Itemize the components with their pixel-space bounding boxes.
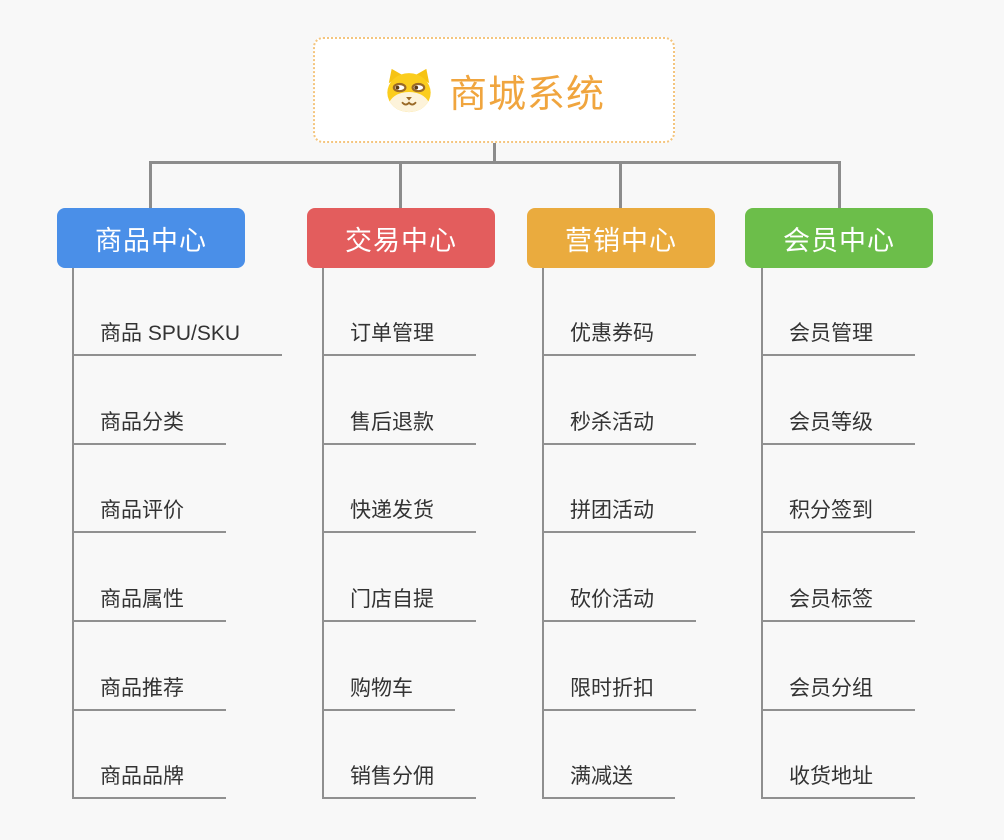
connector-drop-branch-1 — [149, 161, 152, 208]
branch-label: 会员中心 — [783, 225, 895, 256]
branch-topic-member-center[interactable]: 会员中心 — [745, 208, 933, 268]
connector-drop-branch-3 — [619, 161, 622, 208]
leaf-topic[interactable]: 秒杀活动 — [542, 405, 696, 445]
branch-topic-product-center[interactable]: 商品中心 — [57, 208, 245, 268]
connector-drop-branch-4 — [838, 161, 841, 208]
root-topic-title: 商城系统 — [448, 73, 605, 116]
branch-1-spine — [72, 268, 74, 799]
leaf-topic[interactable]: 售后退款 — [322, 405, 476, 445]
connector-horizontal-rail — [149, 161, 840, 164]
leaf-topic[interactable]: 快递发货 — [322, 493, 476, 533]
leaf-topic[interactable]: 销售分佣 — [322, 759, 476, 799]
connector-drop-branch-2 — [399, 161, 402, 208]
branch-label: 商品中心 — [95, 225, 207, 256]
branch-topic-marketing-center[interactable]: 营销中心 — [527, 208, 715, 268]
leaf-topic[interactable]: 砍价活动 — [542, 582, 696, 622]
branch-label: 交易中心 — [345, 225, 457, 256]
leaf-topic[interactable]: 会员分组 — [761, 671, 915, 711]
branch-4-spine — [761, 268, 763, 799]
leaf-topic[interactable]: 拼团活动 — [542, 493, 696, 533]
leaf-topic[interactable]: 会员等级 — [761, 405, 915, 445]
leaf-topic[interactable]: 优惠券码 — [542, 316, 696, 356]
leaf-topic[interactable]: 商品推荐 — [72, 671, 226, 711]
leaf-topic[interactable]: 满减送 — [542, 759, 675, 799]
leaf-topic[interactable]: 购物车 — [322, 671, 455, 711]
branch-topic-trade-center[interactable]: 交易中心 — [307, 208, 495, 268]
leaf-topic[interactable]: 门店自提 — [322, 582, 476, 622]
leaf-topic[interactable]: 积分签到 — [761, 493, 915, 533]
leaf-topic[interactable]: 商品分类 — [72, 405, 226, 445]
branch-3-spine — [542, 268, 544, 799]
leaf-topic[interactable]: 商品 SPU/SKU — [72, 316, 283, 356]
leaf-topic[interactable]: 订单管理 — [322, 316, 476, 356]
leaf-topic[interactable]: 商品品牌 — [72, 759, 226, 799]
root-topic[interactable]: 商城系统 — [313, 37, 675, 143]
leaf-topic[interactable]: 商品评价 — [72, 493, 226, 533]
leaf-topic[interactable]: 会员标签 — [761, 582, 915, 622]
leaf-topic[interactable]: 商品属性 — [72, 582, 226, 622]
branch-2-spine — [322, 268, 324, 799]
dog-face-icon — [383, 67, 435, 114]
connector-root-stub — [493, 143, 496, 163]
leaf-topic[interactable]: 收货地址 — [761, 759, 915, 799]
leaf-topic[interactable]: 限时折扣 — [542, 671, 696, 711]
leaf-topic[interactable]: 会员管理 — [761, 316, 915, 356]
branch-label: 营销中心 — [565, 225, 677, 256]
